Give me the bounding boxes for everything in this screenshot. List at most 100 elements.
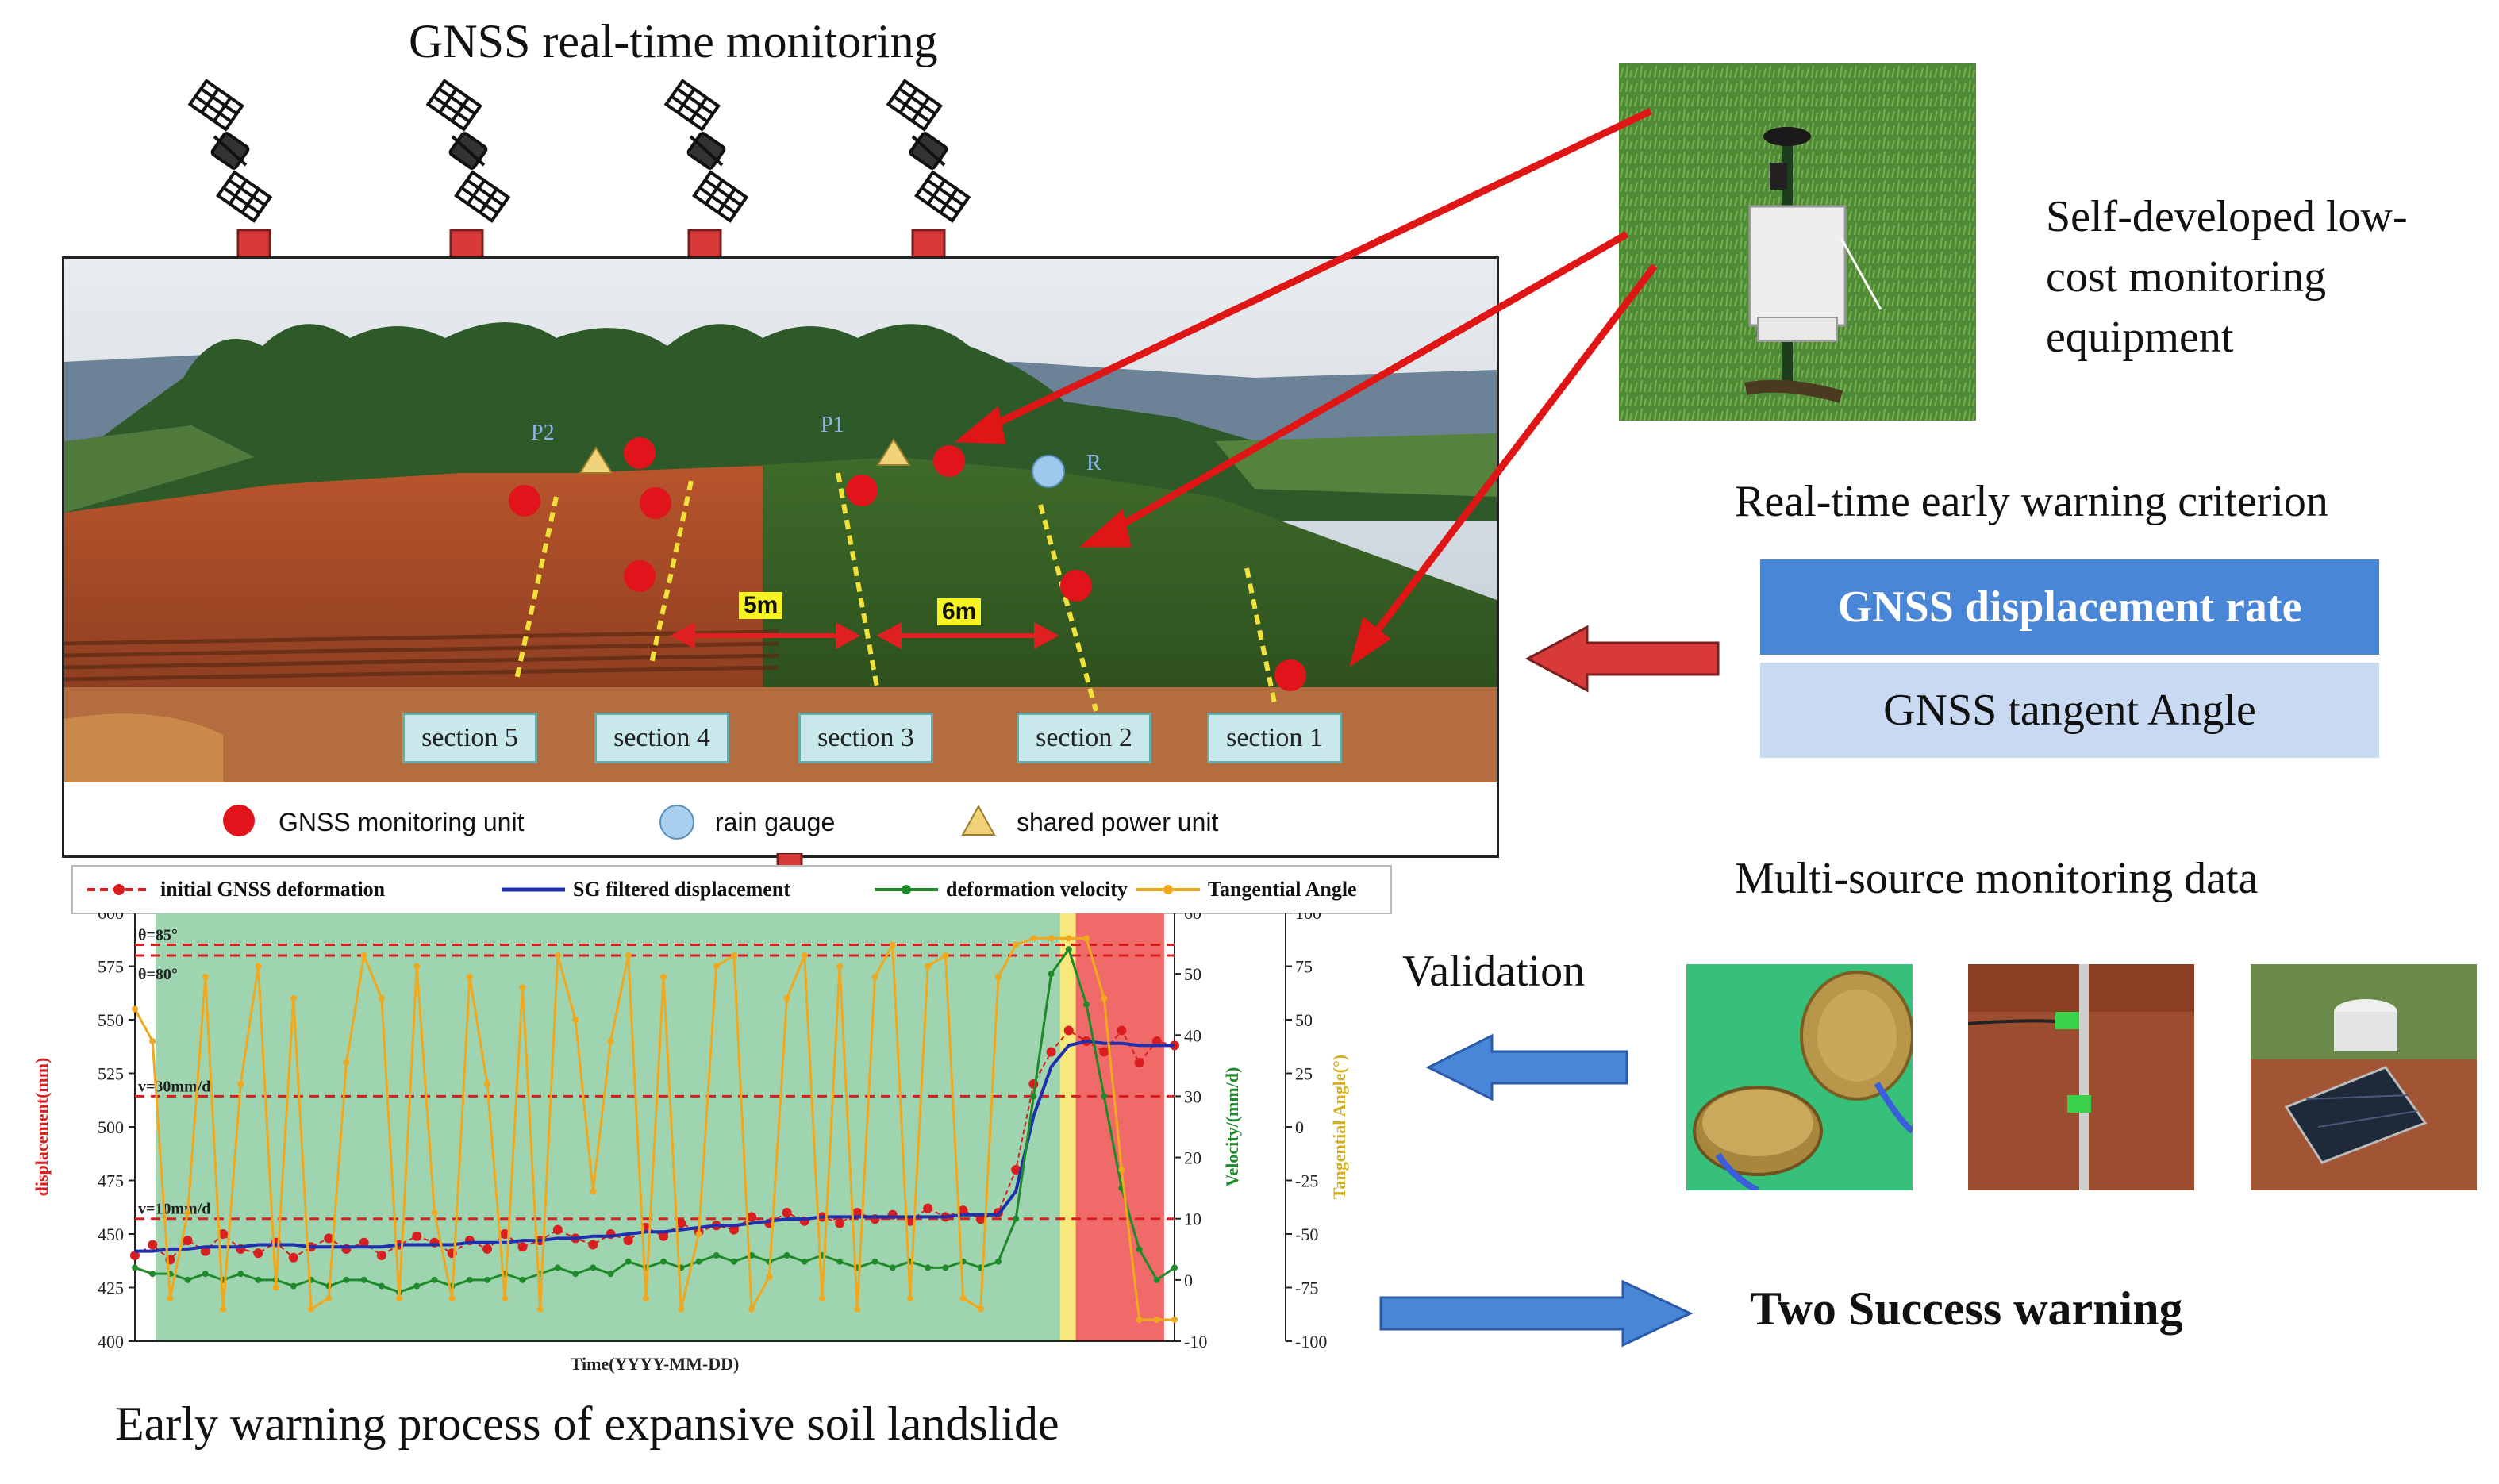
series-point-2 bbox=[431, 1276, 438, 1283]
threshold-label: θ=80° bbox=[138, 966, 178, 983]
series-point-0 bbox=[623, 1236, 633, 1246]
x-axis-label: Time(YYYY-MM-DD) bbox=[571, 1354, 740, 1374]
series-point-0 bbox=[1046, 1047, 1056, 1057]
series-point-0 bbox=[975, 1214, 986, 1224]
site-panel: P2 P1 R 5m 6m section 5 section 4 sectio… bbox=[62, 256, 1499, 858]
y-left-tick-label: 525 bbox=[98, 1064, 124, 1084]
series-point-3 bbox=[132, 1005, 138, 1013]
y-right1-tick-label: 60 bbox=[1184, 913, 1201, 923]
y-right2-tick-label: 0 bbox=[1295, 1117, 1304, 1137]
series-point-3 bbox=[431, 1209, 438, 1216]
series-point-3 bbox=[1082, 935, 1090, 942]
rain-gauge-photo bbox=[2251, 964, 2477, 1190]
series-point-3 bbox=[220, 1305, 227, 1313]
equipment-title: Self-developed low-cost monitoring equip… bbox=[2046, 192, 2408, 362]
series-point-0 bbox=[1099, 1047, 1109, 1057]
series-point-3 bbox=[554, 952, 561, 959]
series-point-3 bbox=[713, 963, 720, 970]
series-point-3 bbox=[1048, 935, 1055, 942]
y-right1-tick-label: 0 bbox=[1184, 1271, 1193, 1290]
series-point-2 bbox=[994, 1258, 1002, 1265]
power-unit-marker bbox=[876, 438, 911, 466]
series-point-3 bbox=[1171, 1317, 1178, 1323]
section-label-2: section 2 bbox=[1017, 713, 1151, 763]
series-point-0 bbox=[552, 1224, 563, 1235]
series-point-3 bbox=[590, 1188, 597, 1194]
series-point-3 bbox=[1030, 935, 1037, 942]
series-point-3 bbox=[184, 1209, 191, 1216]
series-point-2 bbox=[237, 1271, 244, 1278]
series-point-0 bbox=[1134, 1058, 1144, 1067]
y-right2-tick-label: 100 bbox=[1295, 913, 1321, 923]
series-point-2 bbox=[202, 1271, 209, 1278]
series-point-3 bbox=[536, 1305, 544, 1313]
series-point-3 bbox=[766, 1274, 773, 1280]
section-label-1: section 1 bbox=[1207, 713, 1342, 763]
series-point-3 bbox=[925, 963, 932, 970]
series-point-0 bbox=[1117, 1025, 1127, 1036]
series-point-2 bbox=[1065, 946, 1072, 953]
satellite-icon bbox=[886, 79, 971, 223]
section-label-5: section 5 bbox=[402, 713, 537, 763]
legend-gnss: GNSS monitoring unit bbox=[279, 808, 525, 836]
series-point-3 bbox=[906, 1295, 913, 1301]
legend-initial: initial GNSS deformation bbox=[160, 878, 386, 901]
legend-angle: Tangential Angle bbox=[1208, 878, 1357, 901]
y-right2-tick-label: 75 bbox=[1295, 957, 1313, 977]
success-arrow bbox=[1379, 1279, 1694, 1348]
series-point-3 bbox=[448, 1295, 456, 1301]
criterion-title: Real-time early warning criterion bbox=[1735, 477, 2328, 526]
series-point-3 bbox=[1153, 1317, 1160, 1323]
series-point-0 bbox=[923, 1203, 933, 1213]
series-point-2 bbox=[925, 1264, 932, 1271]
series-point-2 bbox=[783, 1252, 790, 1259]
series-point-3 bbox=[466, 974, 473, 980]
top-title: GNSS real-time monitoring bbox=[409, 15, 938, 67]
series-point-3 bbox=[678, 1305, 685, 1313]
legend-power: shared power unit bbox=[1017, 808, 1219, 836]
series-point-2 bbox=[466, 1276, 473, 1283]
y-right2-tick-label: -50 bbox=[1295, 1224, 1318, 1244]
y-left-tick-label: 400 bbox=[98, 1332, 124, 1351]
satellite-icon bbox=[664, 79, 748, 223]
series-point-2 bbox=[607, 1271, 614, 1278]
series-point-3 bbox=[149, 1038, 156, 1044]
series-point-2 bbox=[572, 1271, 579, 1278]
series-point-2 bbox=[378, 1282, 385, 1290]
series-point-2 bbox=[1153, 1276, 1160, 1283]
series-point-3 bbox=[1013, 941, 1020, 948]
series-point-3 bbox=[977, 1305, 984, 1313]
series-point-2 bbox=[1082, 1001, 1090, 1008]
series-point-3 bbox=[202, 974, 209, 980]
y-left-tick-label: 550 bbox=[98, 1010, 124, 1030]
series-point-2 bbox=[290, 1282, 297, 1290]
y-left-tick-label: 450 bbox=[98, 1224, 124, 1244]
series-point-2 bbox=[942, 1264, 949, 1271]
series-point-0 bbox=[148, 1240, 158, 1250]
validation-label: Validation bbox=[1402, 947, 1586, 996]
y-right1-tick-label: 30 bbox=[1184, 1086, 1201, 1106]
series-point-3 bbox=[396, 1295, 403, 1301]
chart-legend: initial GNSS deformation SG filtered dis… bbox=[71, 865, 1392, 914]
series-point-0 bbox=[729, 1224, 739, 1235]
y-left-tick-label: 425 bbox=[98, 1278, 124, 1298]
series-point-2 bbox=[554, 1264, 561, 1271]
satellite-icon bbox=[188, 79, 272, 223]
distance-label-5m: 5m bbox=[739, 592, 783, 619]
series-point-0 bbox=[376, 1251, 386, 1260]
site-photo: P2 P1 R bbox=[64, 259, 1497, 782]
series-point-3 bbox=[607, 1038, 614, 1044]
series-point-2 bbox=[184, 1276, 191, 1283]
legend-rain: rain gauge bbox=[715, 808, 836, 836]
gnss-unit-marker bbox=[1060, 570, 1092, 602]
series-point-3 bbox=[818, 1295, 825, 1301]
series-point-2 bbox=[149, 1271, 156, 1278]
y-left-tick-label: 475 bbox=[98, 1171, 124, 1191]
series-point-0 bbox=[482, 1244, 493, 1254]
marker-p2: P2 bbox=[531, 421, 555, 445]
series-point-2 bbox=[343, 1276, 350, 1283]
series-point-3 bbox=[237, 1081, 244, 1087]
series-line-3 bbox=[133, 936, 1175, 1321]
series-point-0 bbox=[905, 1216, 915, 1226]
series-point-0 bbox=[1151, 1036, 1162, 1046]
